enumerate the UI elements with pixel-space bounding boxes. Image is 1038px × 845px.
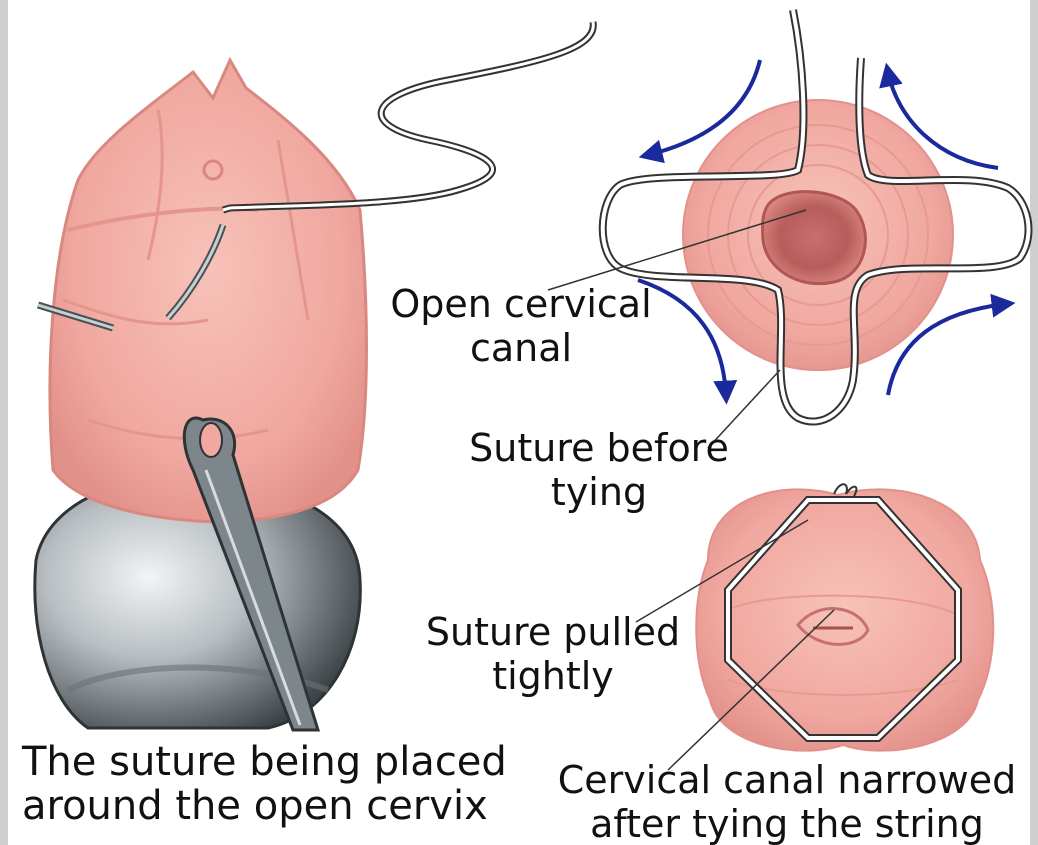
caption-right: Cervical canal narrowed after tying the … bbox=[540, 758, 1034, 845]
caption-right-line1: Cervical canal narrowed bbox=[540, 758, 1034, 802]
label-before-line1: Suture before bbox=[454, 426, 744, 470]
label-open-line1: Open cervical bbox=[376, 282, 666, 326]
caption-left: The suture being placed around the open … bbox=[22, 740, 507, 828]
cerclage-illustration bbox=[8, 0, 1038, 845]
caption-left-line1: The suture being placed bbox=[22, 740, 507, 784]
label-open-cervical-canal: Open cervical canal bbox=[376, 282, 666, 370]
closed-cervix-section bbox=[696, 489, 993, 750]
caption-left-line2: around the open cervix bbox=[22, 784, 507, 828]
label-before-line2: tying bbox=[454, 470, 744, 514]
label-suture-before-tying: Suture before tying bbox=[454, 426, 744, 514]
label-pulled-line1: Suture pulled bbox=[408, 610, 698, 654]
label-suture-pulled-tightly: Suture pulled tightly bbox=[408, 610, 698, 698]
caption-right-line2: after tying the string bbox=[540, 802, 1034, 845]
label-open-line2: canal bbox=[376, 326, 666, 370]
label-pulled-line2: tightly bbox=[408, 654, 698, 698]
